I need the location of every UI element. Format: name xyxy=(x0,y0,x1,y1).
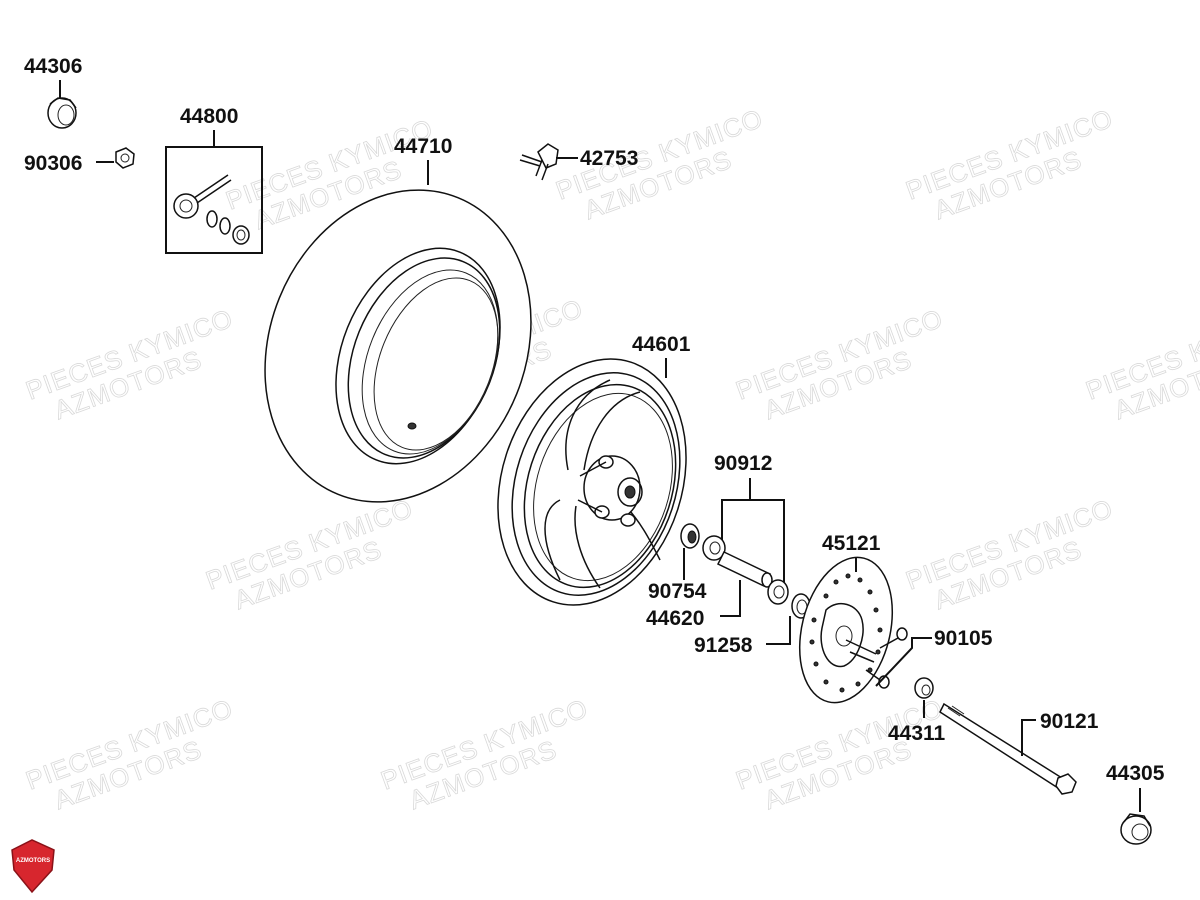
part-44710-tire[interactable] xyxy=(219,150,576,543)
bracket-90912 xyxy=(721,499,785,584)
part-number-90912: 90912 xyxy=(714,452,772,475)
part-44800-valve-kit[interactable] xyxy=(173,174,250,245)
part-number-90105: 90105 xyxy=(934,627,993,650)
kit-box-44800 xyxy=(165,146,263,254)
part-44601-wheel-rim[interactable] xyxy=(467,334,716,629)
part-44306-cap-nut[interactable] xyxy=(47,97,77,129)
disc-vent-holes xyxy=(809,573,883,693)
part-44620-spacer-collar[interactable] xyxy=(716,551,773,588)
part-number-42753: 42753 xyxy=(580,147,638,170)
part-number-44311: 44311 xyxy=(888,722,946,745)
leader-line-90121 xyxy=(1021,719,1036,756)
leader-line-91258 xyxy=(766,616,791,645)
part-number-91258: 91258 xyxy=(694,634,753,657)
part-number-45121: 45121 xyxy=(822,532,881,555)
azmotors-logo: AZMOTORS xyxy=(11,839,55,894)
part-90912-bearing-outer[interactable] xyxy=(767,579,789,605)
part-number-44305: 44305 xyxy=(1106,762,1165,785)
part-90306-nut[interactable] xyxy=(115,147,135,169)
part-number-90306: 90306 xyxy=(24,152,82,175)
part-number-44601: 44601 xyxy=(632,333,691,356)
part-44305-cap-nut[interactable] xyxy=(1120,813,1152,845)
part-90105-disc-bolts[interactable] xyxy=(845,627,908,689)
part-42753-valve-stem[interactable] xyxy=(519,143,559,181)
leader-line-90105 xyxy=(875,637,932,687)
part-90121-axle[interactable] xyxy=(939,702,1077,795)
part-44311-collar[interactable] xyxy=(914,677,934,699)
part-number-90121: 90121 xyxy=(1040,710,1099,733)
part-number-44620: 44620 xyxy=(646,607,704,630)
part-number-44306: 44306 xyxy=(24,55,82,78)
leader-line-44620 xyxy=(720,580,741,617)
part-number-90754: 90754 xyxy=(648,580,707,603)
part-number-44800: 44800 xyxy=(180,105,238,128)
part-90754-oil-seal[interactable] xyxy=(680,523,700,549)
logo-text: AZMOTORS xyxy=(16,858,50,864)
part-number-44710: 44710 xyxy=(394,135,452,158)
part-90912-bearing-inner[interactable] xyxy=(702,535,726,561)
part-45121-brake-disc[interactable] xyxy=(785,548,906,713)
